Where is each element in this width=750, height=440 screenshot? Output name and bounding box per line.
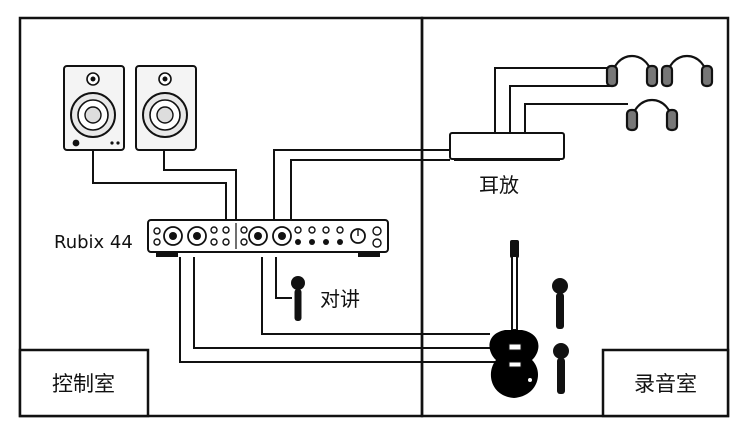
left-speaker-icon bbox=[63, 65, 125, 151]
recording-microphone-1-icon bbox=[552, 278, 568, 329]
cable-talkback bbox=[275, 257, 292, 299]
headphones-3-icon bbox=[625, 98, 679, 132]
recording-room-label-box bbox=[601, 348, 730, 418]
cable-rec-3 bbox=[179, 257, 500, 363]
cable-rec-2 bbox=[193, 257, 494, 349]
talkback-label: 对讲 bbox=[320, 287, 360, 311]
right-speaker-icon bbox=[135, 65, 197, 151]
headphones-icon bbox=[605, 54, 714, 132]
cables bbox=[92, 67, 628, 363]
cable-hp-2 bbox=[509, 85, 612, 133]
electric-guitar-icon bbox=[489, 240, 539, 398]
headphones-1-icon bbox=[605, 54, 659, 88]
cable-amp-2 bbox=[290, 159, 450, 220]
cable-rec-1 bbox=[261, 257, 490, 335]
cable-left-speaker bbox=[92, 150, 227, 220]
recording-room-outline bbox=[420, 16, 730, 418]
headphone-amp-icon bbox=[449, 132, 565, 161]
talkback-microphone-icon bbox=[291, 276, 305, 321]
cable-right-speaker bbox=[163, 150, 237, 220]
recording-microphone-2-icon bbox=[553, 343, 569, 394]
headphones-2-icon bbox=[660, 54, 714, 88]
cable-amp-1 bbox=[273, 149, 450, 220]
headphone-amp-label: 耳放 bbox=[479, 173, 519, 197]
control-room-label: 控制室 bbox=[52, 372, 115, 396]
control-room-label-box bbox=[18, 348, 150, 418]
audio-interface-icon bbox=[147, 219, 389, 257]
cable-hp-3 bbox=[524, 103, 628, 133]
cable-hp-1 bbox=[494, 67, 612, 133]
interface-name-label: Rubix 44 bbox=[54, 232, 133, 253]
recording-room-label: 录音室 bbox=[634, 372, 697, 396]
